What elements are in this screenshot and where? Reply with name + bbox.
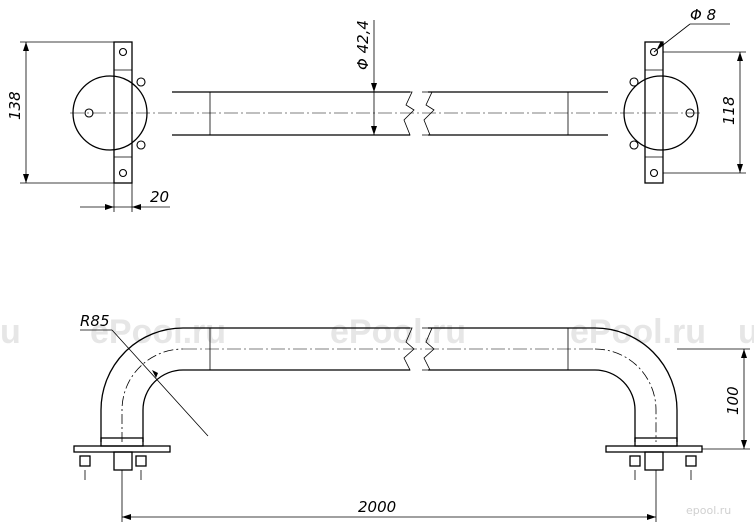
nut — [135, 455, 147, 467]
left-base-plate — [73, 445, 171, 453]
right-base-plate — [605, 445, 703, 453]
right-bracket — [644, 451, 664, 471]
hole-diameter-label: Φ 8 — [690, 6, 716, 24]
bolt-hole — [649, 168, 659, 178]
tube-outer-edge — [428, 327, 678, 442]
length-label: 2000 — [358, 498, 396, 516]
bolt-hole — [118, 47, 128, 57]
bend-radius-label: R85 — [80, 312, 110, 330]
top-view: Φ 42,4 Φ 8 138 118 20 — [6, 6, 746, 212]
brand-logo: epool.ru — [686, 504, 731, 517]
nut — [79, 455, 91, 467]
break-line — [402, 91, 415, 136]
hole-spacing-label: 118 — [720, 96, 738, 125]
leader-hole-diameter — [653, 23, 691, 53]
bolt-hole — [629, 77, 639, 87]
watermark-text: u — [738, 313, 754, 351]
break-line — [422, 327, 435, 371]
height-label: 100 — [724, 386, 742, 415]
watermark-text: u — [0, 313, 21, 351]
flange-width-label: 20 — [150, 188, 169, 206]
nut — [629, 455, 641, 467]
right-tube-socket — [634, 437, 678, 447]
break-line — [402, 327, 415, 371]
watermark-group: u ePool.ru ePool.ru ePool.ru u epool.ru — [0, 313, 754, 517]
bolt-hole — [136, 77, 146, 87]
nut — [685, 455, 697, 467]
left-bracket — [113, 451, 133, 471]
bolt-hole — [118, 168, 128, 178]
tube-diameter-label: Φ 42,4 — [354, 20, 372, 70]
left-mounting-plate — [113, 41, 133, 184]
left-tube-socket — [100, 437, 144, 447]
break-line — [422, 91, 435, 136]
side-view: R85 100 2000 — [73, 312, 750, 522]
tube-inner-edge — [142, 369, 410, 442]
leader-bend-radius — [111, 329, 209, 437]
tube-top-view-left — [172, 91, 410, 136]
bolt-hole — [136, 140, 146, 150]
tube-top-view-right — [428, 91, 608, 136]
watermark-text: ePool.ru — [330, 313, 466, 351]
flange-height-label: 138 — [6, 91, 24, 120]
right-mounting-plate — [644, 41, 664, 184]
tube-inner-edge — [428, 369, 636, 442]
tube-outer-edge — [100, 327, 410, 442]
watermark-text: ePool.ru — [570, 313, 706, 351]
bolt-hole — [629, 140, 639, 150]
